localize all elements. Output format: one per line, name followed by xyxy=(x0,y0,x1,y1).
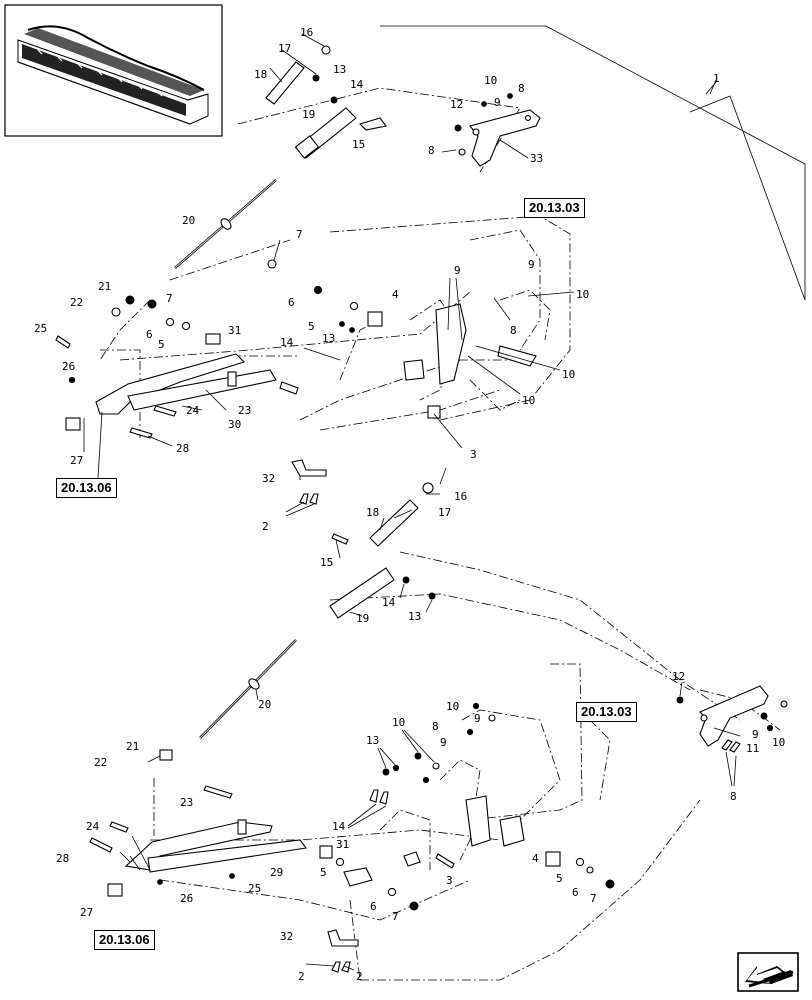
previous-page-button[interactable] xyxy=(737,952,799,992)
callout-top-20: 20 xyxy=(182,214,195,227)
callout-top-19: 19 xyxy=(302,108,315,121)
callout-top-14b: 14 xyxy=(280,336,294,349)
callout-bottom-14: 14 xyxy=(382,596,396,609)
callout-top-26: 26 xyxy=(62,360,75,373)
callout-top-8a: 8 xyxy=(518,82,525,95)
callout-top-8c: 8 xyxy=(510,324,517,337)
callout-bottom-21: 21 xyxy=(126,740,139,753)
callout-bottom-2a: 2 xyxy=(298,970,305,983)
callout-bottom-17: 17 xyxy=(438,506,451,519)
callout-top-4: 4 xyxy=(392,288,399,301)
callout-bottom-23: 23 xyxy=(180,796,193,809)
callout-bottom-31: 31 xyxy=(336,838,349,851)
callout-bottom-9a: 9 xyxy=(474,712,481,725)
callout-labels: 1 16 17 13 18 14 19 15 10 8 12 9 8 33 7 … xyxy=(34,26,785,983)
callout-bottom-13: 13 xyxy=(408,610,421,623)
callout-top-30: 30 xyxy=(228,418,241,431)
callout-top-27: 27 xyxy=(70,454,83,467)
callout-bottom-16: 16 xyxy=(454,490,467,503)
callout-top-6a: 6 xyxy=(288,296,295,309)
header-thumbnail-image xyxy=(4,4,223,137)
callout-1: 1 xyxy=(713,72,720,85)
callout-bottom-6b: 6 xyxy=(370,900,377,913)
callout-bottom-19: 19 xyxy=(356,612,369,625)
callout-top-13b: 13 xyxy=(322,332,335,345)
callout-top-10a: 10 xyxy=(484,74,497,87)
callout-top-10c: 10 xyxy=(562,368,575,381)
callout-bottom-6a: 6 xyxy=(572,886,579,899)
callout-top-3: 3 xyxy=(470,448,477,461)
callout-top-18: 18 xyxy=(254,68,267,81)
callout-bottom-32: 32 xyxy=(280,930,293,943)
callout-bottom-10c: 10 xyxy=(392,716,405,729)
callout-top-9a: 9 xyxy=(494,96,501,109)
bottom-assembly xyxy=(89,482,788,981)
callout-top-2: 2 xyxy=(262,520,269,533)
callout-bottom-22: 22 xyxy=(94,756,107,769)
callout-bottom-9c: 9 xyxy=(440,736,447,749)
callout-top-14: 14 xyxy=(350,78,364,91)
callout-bottom-20: 20 xyxy=(258,698,271,711)
callout-bottom-8a: 8 xyxy=(432,720,439,733)
callout-top-17: 17 xyxy=(278,42,291,55)
callout-bottom-5b: 5 xyxy=(556,872,563,885)
callout-bottom-9b: 9 xyxy=(752,728,759,741)
callout-bottom-18: 18 xyxy=(366,506,379,519)
callout-top-28: 28 xyxy=(176,442,189,455)
callout-top-21: 21 xyxy=(98,280,111,293)
callout-top-22: 22 xyxy=(70,296,83,309)
callout-top-9b: 9 xyxy=(454,264,461,277)
reference-link-top-right[interactable]: 20.13.03 xyxy=(524,198,585,218)
callout-bottom-27: 27 xyxy=(80,906,93,919)
callout-top-7a: 7 xyxy=(296,228,303,241)
callout-bottom-2b: 2 xyxy=(356,970,363,983)
callout-top-16: 16 xyxy=(300,26,313,39)
reference-link-bottom-left[interactable]: 20.13.06 xyxy=(94,930,155,950)
callout-top-12: 12 xyxy=(450,98,463,111)
callout-top-23: 23 xyxy=(238,404,251,417)
callout-bottom-8b: 8 xyxy=(730,790,737,803)
callout-bottom-13b: 13 xyxy=(366,734,379,747)
callout-bottom-5a: 5 xyxy=(320,866,327,879)
callout-bottom-24: 24 xyxy=(86,820,100,833)
callout-top-13: 13 xyxy=(333,63,346,76)
callout-top-24: 24 xyxy=(186,404,200,417)
callout-bottom-11: 11 xyxy=(746,742,759,755)
callout-bottom-25: 25 xyxy=(248,882,261,895)
callout-top-10d: 10 xyxy=(522,394,535,407)
callout-top-25: 25 xyxy=(34,322,47,335)
callout-bottom-7b: 7 xyxy=(392,910,399,923)
reference-link-top-left[interactable]: 20.13.06 xyxy=(56,478,117,498)
callout-bottom-12: 12 xyxy=(672,670,685,683)
callout-bottom-7a: 7 xyxy=(590,892,597,905)
top-assembly xyxy=(55,33,717,517)
callout-top-10b: 10 xyxy=(576,288,589,301)
callout-top-31: 31 xyxy=(228,324,241,337)
callout-bottom-29: 29 xyxy=(270,866,283,879)
callout-top-32: 32 xyxy=(262,472,275,485)
callout-top-6b: 6 xyxy=(146,328,153,341)
reference-link-bottom-right[interactable]: 20.13.03 xyxy=(576,702,637,722)
callout-bottom-26: 26 xyxy=(180,892,193,905)
callout-top-5b: 5 xyxy=(158,338,165,351)
callout-bottom-4: 4 xyxy=(532,852,539,865)
previous-page-arrow-icon xyxy=(737,952,799,992)
callout-top-15: 15 xyxy=(352,138,365,151)
callout-top-33: 33 xyxy=(530,152,543,165)
callout-top-5a: 5 xyxy=(308,320,315,333)
callout-top-9c: 9 xyxy=(528,258,535,271)
callout-bottom-28: 28 xyxy=(56,852,69,865)
callout-top-8b: 8 xyxy=(428,144,435,157)
callout-bottom-3: 3 xyxy=(446,874,453,887)
callout-top-7b: 7 xyxy=(166,292,173,305)
callout-bottom-15: 15 xyxy=(320,556,333,569)
callout-bottom-10a: 10 xyxy=(446,700,459,713)
callout-bottom-10b: 10 xyxy=(772,736,785,749)
callout-bottom-14b: 14 xyxy=(332,820,346,833)
